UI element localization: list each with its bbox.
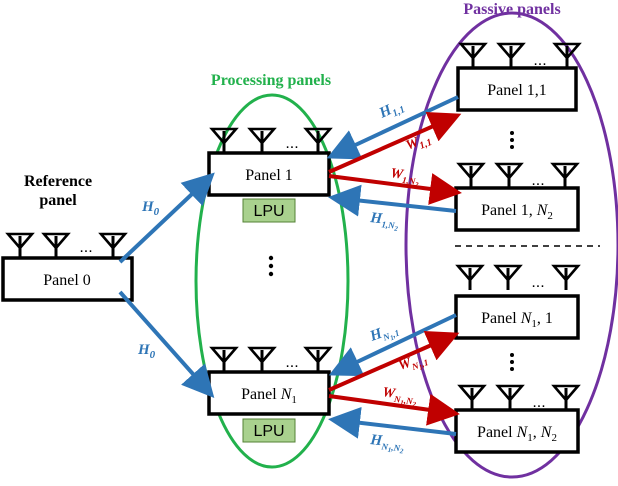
passive-n1n2-antennas: ... <box>458 384 580 412</box>
lpu-label-1: LPU <box>253 203 284 220</box>
antenna-icon <box>210 346 238 374</box>
label-w1n2: W1,N2 <box>389 166 421 189</box>
passive-panel-n1-n2-label: Panel N1, N2 <box>477 424 557 444</box>
antenna-icon <box>248 127 276 155</box>
label-h11: H1,1 <box>376 97 407 125</box>
lpu-label-n1: LPU <box>253 423 284 440</box>
arrow-h0-to-panel-1 <box>118 172 215 264</box>
antenna-ellipsis: ... <box>79 239 92 256</box>
label-h0-upper: H0 <box>141 199 160 218</box>
antenna-icon <box>457 162 485 190</box>
passive-top-vertical-dots <box>510 131 514 149</box>
antenna-icon <box>494 264 522 292</box>
processing-panels-title: Processing panels <box>211 72 331 89</box>
reference-title-line2: panel <box>39 192 77 209</box>
arrow-h0-to-panel-n1 <box>118 290 215 398</box>
antenna-icon <box>459 42 487 70</box>
arrow-wn1n2 <box>328 393 460 426</box>
antenna-icon <box>456 264 484 292</box>
passive-group-ellipse <box>404 11 618 479</box>
passive-panel-n1-1 <box>454 294 580 340</box>
panel-1-label: Panel 1 <box>245 167 293 184</box>
antenna-ellipsis: ... <box>285 354 298 371</box>
antenna-icon <box>552 384 580 412</box>
antenna-icon <box>458 384 486 412</box>
lpu-badge-1 <box>242 198 296 223</box>
antenna-ellipsis: ... <box>531 172 544 189</box>
passive-panel-1-1-label: Panel 1,1 <box>487 82 547 99</box>
processing-group-ellipse <box>194 93 350 469</box>
panel-0 <box>1 256 134 302</box>
antenna-icon <box>210 127 238 155</box>
lpu-badge-n1 <box>242 418 296 443</box>
passive-panel-1-n2 <box>454 186 580 232</box>
panel-1-antennas: ... <box>210 127 332 155</box>
antenna-icon <box>304 346 332 374</box>
antenna-icon <box>6 232 34 260</box>
arrow-h1n2 <box>328 184 457 217</box>
passive-bottom-vertical-dots <box>510 353 514 371</box>
antenna-icon <box>497 42 525 70</box>
panel-n1-label: Panel N1 <box>241 386 297 406</box>
antenna-icon <box>496 384 524 412</box>
arrow-wn11 <box>328 330 460 392</box>
passive-1n2-antennas: ... <box>457 162 579 190</box>
antenna-icon <box>495 162 523 190</box>
arrow-hn1n2 <box>328 406 457 439</box>
antenna-ellipsis: ... <box>533 52 546 69</box>
passive-panel-n1-1-label: Panel N1, 1 <box>481 310 553 330</box>
passive-panel-1-1 <box>456 66 578 112</box>
antenna-ellipsis: ... <box>532 394 545 411</box>
reference-panel-antennas: ... <box>6 232 127 260</box>
label-h0-lower: H0 <box>137 342 156 361</box>
arrow-w1n2 <box>328 173 462 205</box>
antenna-icon <box>551 162 579 190</box>
arrow-w11 <box>328 112 462 174</box>
reference-title-line1: Reference <box>24 173 92 190</box>
antenna-ellipsis: ... <box>531 274 544 291</box>
label-wn1n2: WN1,N2 <box>381 385 419 409</box>
arrow-hn11 <box>328 313 457 377</box>
label-h1n2: H1,N2 <box>368 210 400 233</box>
label-hn1n2: HN1,N2 <box>368 432 405 456</box>
processing-vertical-dots <box>268 255 274 277</box>
passive-panel-1-n2-label: Panel 1, N2 <box>481 202 553 222</box>
antenna-icon <box>552 264 580 292</box>
antenna-icon <box>248 346 276 374</box>
arrow-h11 <box>326 95 459 160</box>
antenna-icon <box>99 232 127 260</box>
antenna-icon <box>42 232 70 260</box>
passive-panel-n1-n2 <box>454 408 580 454</box>
panel-n1-antennas: ... <box>210 346 332 374</box>
passive-11-antennas: ... <box>459 42 581 70</box>
passive-n11-antennas: ... <box>456 264 580 292</box>
antenna-icon <box>553 42 581 70</box>
antenna-ellipsis: ... <box>285 135 298 152</box>
passive-panels-title: Passive panels <box>463 1 560 18</box>
panel-0-label: Panel 0 <box>43 272 91 289</box>
